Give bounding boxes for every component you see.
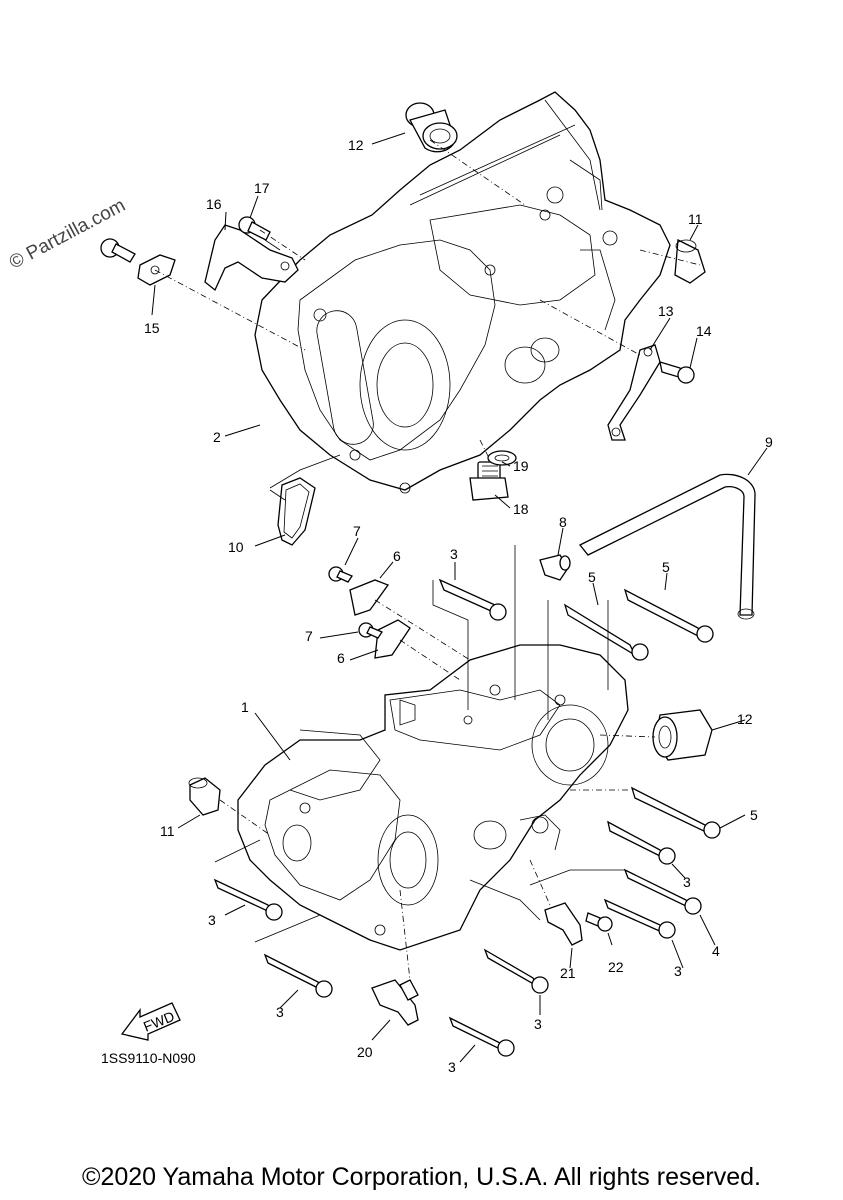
callout-1: 1 (241, 699, 249, 715)
bolt-part-14 (659, 361, 695, 384)
dowel-part-11-top (674, 238, 706, 284)
callout-6-upper: 6 (393, 548, 401, 564)
bolt-part-5-lower (630, 786, 721, 839)
bolt-part-3-bottom-a (483, 948, 549, 994)
reference-boxes (214, 239, 625, 943)
bushing-part-12-lower (652, 709, 713, 761)
bolt-part-5-upper-b (623, 588, 714, 643)
callout-7-lower: 7 (305, 628, 313, 644)
callout-14: 14 (696, 323, 712, 339)
clamp-part-15 (137, 254, 176, 286)
bolt-part-7-upper (328, 566, 353, 583)
callout-3-right-b: 3 (674, 963, 682, 979)
callout-16: 16 (206, 196, 222, 212)
bolt-part-3-right-b (603, 898, 676, 939)
callout-22: 22 (608, 959, 624, 975)
clip-part-21 (544, 902, 583, 946)
bolt-part-22 (585, 912, 613, 932)
crankcase-left-part-2 (254, 91, 671, 494)
callout-labels: 12 17 16 11 13 14 15 2 19 9 18 8 7 10 6 … (144, 137, 773, 1075)
callout-3-bottom-b: 3 (448, 1059, 456, 1075)
bolt-part-3-bottom-b (448, 1016, 515, 1057)
callout-17: 17 (254, 180, 270, 196)
crankcase-right-part-1 (237, 644, 629, 951)
callout-7-upper: 7 (353, 523, 361, 539)
clip-part-20 (371, 979, 419, 1026)
drain-plug-part-18 (469, 461, 509, 501)
callout-6-lower: 6 (337, 650, 345, 666)
callout-5-upper-a: 5 (588, 569, 596, 585)
fitting-part-8 (539, 554, 571, 581)
callout-2: 2 (213, 429, 221, 445)
bolt-part-17 (238, 216, 271, 241)
plate-part-13 (607, 344, 661, 441)
callout-11-lower: 11 (160, 823, 175, 839)
callout-3-left-b: 3 (276, 1004, 284, 1020)
fwd-label: FWD (141, 1008, 177, 1035)
bolt-part-3-upper (438, 578, 507, 621)
callout-18: 18 (513, 501, 529, 517)
callout-19: 19 (513, 458, 529, 474)
callout-3-bottom-a: 3 (534, 1016, 542, 1032)
hose-part-9 (578, 473, 756, 620)
callout-13: 13 (658, 303, 674, 319)
callout-5-lower: 5 (750, 807, 758, 823)
callout-3-upper: 3 (450, 546, 458, 562)
bolt-part-3-right-a (607, 820, 676, 865)
callout-20: 20 (357, 1044, 373, 1060)
center-lines (154, 139, 701, 981)
dowel-part-11-lower (188, 777, 221, 816)
stay-part-6-upper (349, 579, 390, 616)
callout-5-upper-b: 5 (662, 559, 670, 575)
bolt-part-7-lower (358, 622, 383, 639)
fwd-arrow-icon: FWD (120, 1002, 181, 1041)
callout-8: 8 (559, 514, 567, 530)
bushing-part-12-top (405, 102, 458, 153)
callout-9: 9 (765, 434, 773, 450)
bolt-part-4 (623, 868, 702, 915)
diagram-code: 1SS9110-N090 (101, 1050, 196, 1066)
callout-21: 21 (560, 965, 576, 981)
callout-10: 10 (228, 539, 244, 555)
callout-15: 15 (144, 320, 160, 336)
leader-lines (151, 132, 768, 1063)
bracket-part-16 (204, 224, 299, 292)
washer-part-19 (487, 450, 517, 466)
bolt-part-15-left (100, 238, 136, 263)
callout-12-top: 12 (348, 137, 364, 153)
callout-12-lower: 12 (737, 711, 753, 727)
stay-part-6-lower (374, 619, 411, 659)
bolt-part-3-left-b (263, 953, 333, 998)
callout-4: 4 (712, 943, 720, 959)
callout-3-left-a: 3 (208, 912, 216, 928)
callout-3-right-a: 3 (683, 874, 691, 890)
bolt-part-3-left-a (213, 878, 283, 921)
copyright-notice: ©2020 Yamaha Motor Corporation, U.S.A. A… (82, 1163, 761, 1191)
o-ring-part-10 (277, 477, 316, 546)
callout-11-top: 11 (688, 211, 703, 227)
